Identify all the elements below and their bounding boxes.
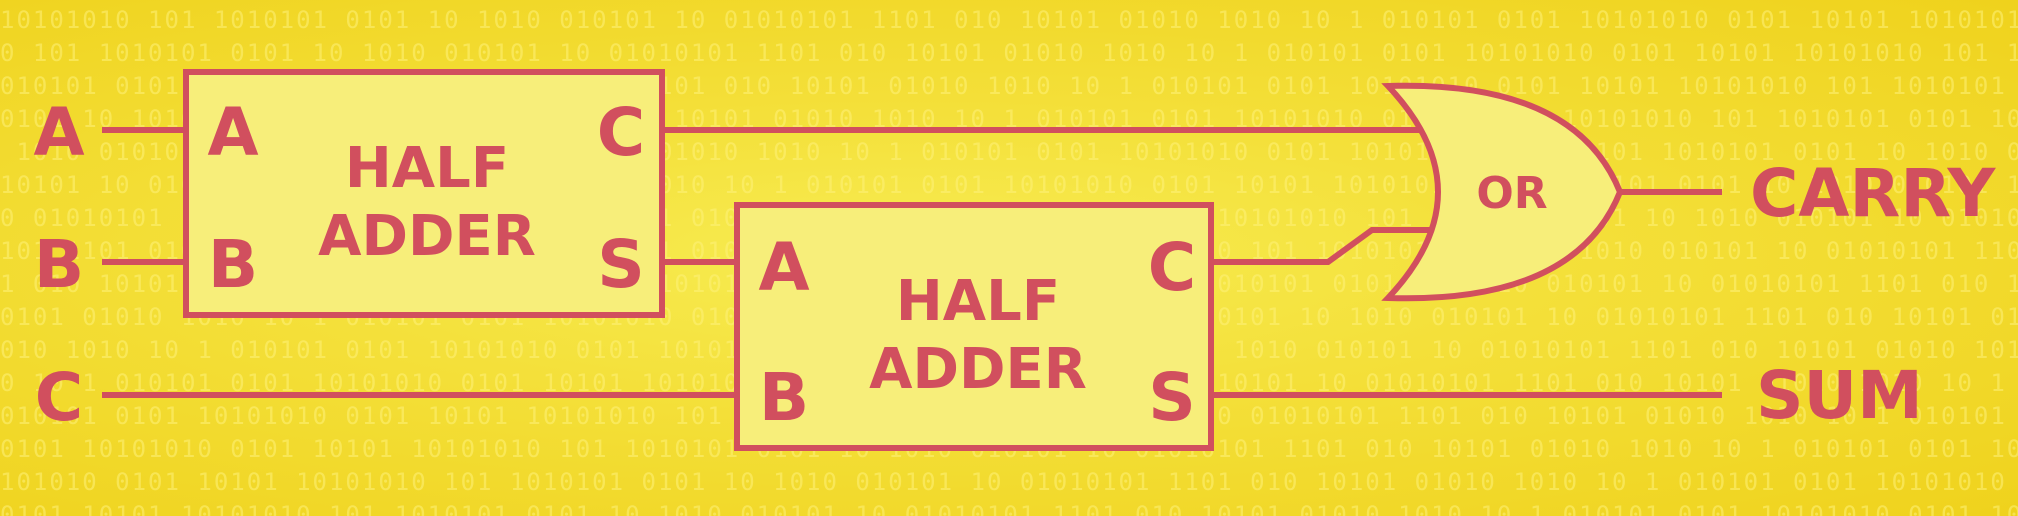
half-adder-2-input-b: B	[759, 359, 809, 436]
input-a-label: A	[33, 94, 84, 171]
half-adder-1-title-line2: ADDER	[318, 204, 536, 269]
half-adder-1-title-line1: HALF	[345, 136, 509, 201]
half-adder-1-input-b: B	[208, 226, 258, 303]
half-adder-1-output-c: C	[597, 94, 645, 171]
half-adder-2-title-line2: ADDER	[869, 337, 1087, 402]
or-gate-shape	[1381, 82, 1624, 302]
half-adder-2-input-a: A	[758, 229, 809, 306]
half-adder-2-output-s: S	[1148, 359, 1196, 436]
input-b-label: B	[34, 226, 84, 303]
or-gate-label: OR	[1476, 168, 1547, 219]
input-c-label: C	[35, 359, 83, 436]
half-adder-1-box	[183, 69, 665, 318]
wire-ha2-carry-to-or	[1210, 227, 1430, 265]
half-adder-2-output-c: C	[1148, 229, 1196, 306]
half-adder-1-output-s: S	[597, 226, 645, 303]
half-adder-1-input-a: A	[207, 94, 258, 171]
output-carry-label: CARRY	[1750, 155, 1997, 232]
half-adder-2-title-line1: HALF	[896, 269, 1060, 334]
output-sum-label: SUM	[1756, 357, 1923, 434]
half-adder-2-box	[734, 202, 1214, 451]
